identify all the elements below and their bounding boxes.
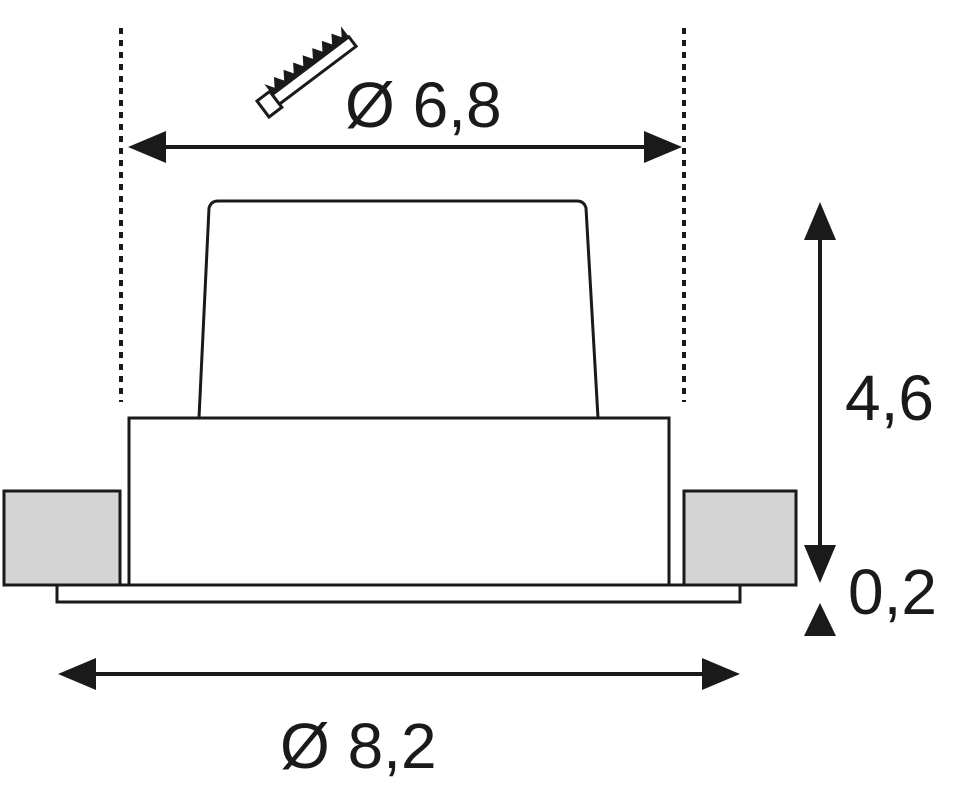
recess-depth-label: 4,6 — [845, 362, 934, 434]
luminaire-flange — [55, 583, 742, 604]
arrowhead-down — [804, 545, 836, 583]
ceiling-section-left — [2, 489, 122, 587]
luminaire-housing — [127, 416, 671, 587]
flange-thickness-label: 0,2 — [848, 556, 937, 628]
arrowhead-right-bottom — [702, 658, 740, 690]
arrowhead-left — [128, 131, 166, 163]
flange-diameter-label: Ø 8,2 — [280, 710, 437, 782]
arrowhead-right — [644, 131, 682, 163]
hole-saw-icon — [254, 26, 359, 120]
cutout-diameter-label: Ø 6,8 — [345, 69, 502, 141]
arrowhead-left-bottom — [58, 658, 96, 690]
arrowhead-flange-bottom — [804, 603, 836, 636]
luminaire-heatsink — [197, 199, 600, 419]
ceiling-section-right — [682, 489, 798, 587]
arrowhead-up — [804, 202, 836, 240]
